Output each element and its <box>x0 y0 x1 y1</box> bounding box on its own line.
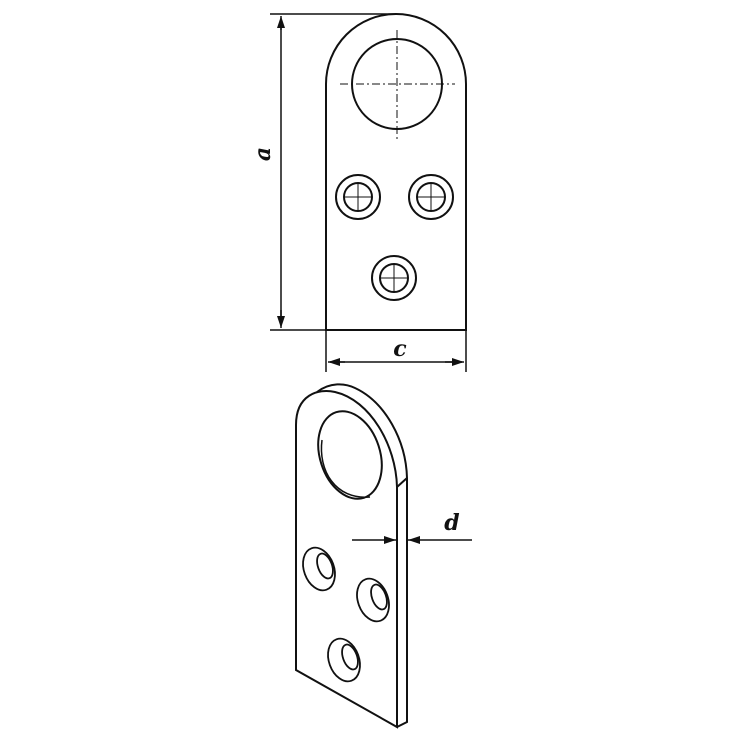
front-view-plate <box>325 13 467 331</box>
bolt-hole-2 <box>408 174 454 220</box>
label-d: d <box>444 510 459 536</box>
dimension-c <box>325 330 467 372</box>
iso-bolt-holes <box>302 546 390 683</box>
iso-main-hole <box>317 410 383 500</box>
dimension-a <box>270 13 396 331</box>
bolt-hole-1 <box>335 174 381 220</box>
isometric-view-plate <box>295 383 408 729</box>
centerlines <box>340 30 455 140</box>
bolt-hole-3 <box>371 255 417 301</box>
label-a: a <box>250 147 276 161</box>
label-c: c <box>393 336 407 362</box>
